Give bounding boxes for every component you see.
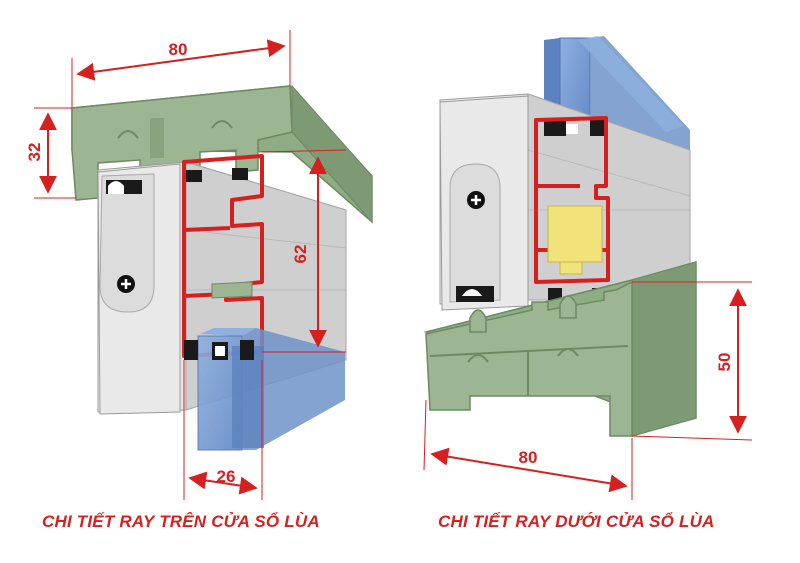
top-rail-bottom-label: 26 xyxy=(217,467,236,486)
bottom-rail-dimension-lines xyxy=(423,281,753,500)
top-rail-dimension-lines xyxy=(34,30,347,500)
top-rail-profile xyxy=(71,84,373,451)
top-rail-width-label: 80 xyxy=(169,40,188,59)
top-rail-height-label: 32 xyxy=(25,143,44,162)
bottom-rail-caption: CHI TIẾT RAY DƯỚI CỬA SỔ LÙA xyxy=(438,512,715,531)
bottom-rail-profile xyxy=(423,36,697,437)
top-rail-caption: CHI TIẾT RAY TRÊN CỬA SỔ LÙA xyxy=(42,512,320,531)
bottom-rail-width-label: 80 xyxy=(519,448,538,467)
bottom-rail-height-label: 50 xyxy=(715,353,734,372)
top-rail-inner-label: 62 xyxy=(291,245,310,264)
